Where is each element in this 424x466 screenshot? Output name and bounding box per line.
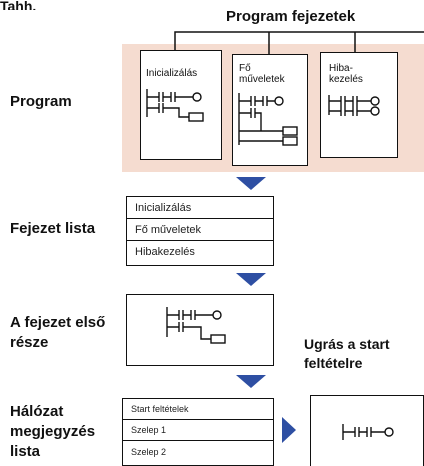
label-chapter-list: Fejezet lista — [10, 220, 96, 237]
cropped-top-text: Tahh. — [0, 0, 37, 10]
network-comment-list: Start feltételek Szelep 1 Szelep 2 — [122, 398, 274, 466]
jump-label-line2: feltételre — [304, 355, 363, 371]
list-item[interactable]: Szelep 2 — [131, 447, 167, 457]
document-initialization: Inicializálás — [140, 50, 222, 160]
jump-target-panel — [310, 395, 424, 466]
label-chapter-first-part-line1: A fejezet első — [10, 314, 106, 331]
jump-label-line1: Ugrás a start — [304, 336, 390, 352]
label-program: Program — [10, 93, 72, 110]
right-arrow-icon — [282, 417, 296, 443]
list-item[interactable]: Hibakezelés — [135, 246, 195, 258]
ladder-rung-icon — [328, 95, 380, 116]
ladder-rung-icon — [166, 307, 226, 344]
document-main-operations: Fő műveletek — [232, 54, 308, 166]
chapters-bracket — [174, 31, 424, 55]
down-arrow-icon — [236, 273, 266, 286]
label-network-line3: lista — [10, 443, 41, 460]
document-error-handling: Hiba- kezelés — [320, 52, 398, 158]
ladder-rung-icon — [146, 89, 204, 122]
document-title: Inicializálás — [146, 68, 198, 79]
label-network-line2: megjegyzés — [10, 423, 96, 440]
document-title: Fő — [239, 63, 251, 74]
chapter-list-box: Inicializálás Fő műveletek Hibakezelés — [126, 196, 274, 266]
label-network-line1: Hálózat — [10, 403, 64, 420]
label-chapter-first-part-line2: része — [10, 334, 49, 351]
program-chapters-title: Program fejezetek — [226, 8, 356, 25]
down-arrow-icon — [236, 375, 266, 388]
ladder-rung-icon — [238, 93, 298, 146]
list-item[interactable]: Fő műveletek — [127, 219, 273, 241]
chapter-first-part-panel — [126, 294, 274, 366]
list-item[interactable]: Start feltételek — [123, 399, 273, 420]
list-item[interactable]: Szelep 1 — [123, 420, 273, 441]
list-item[interactable]: Inicializálás — [127, 197, 273, 219]
document-title: Hiba- — [329, 63, 353, 74]
document-title-line2: kezelés — [329, 74, 363, 85]
ladder-rung-icon — [342, 424, 394, 440]
document-title-line2: műveletek — [239, 74, 285, 85]
down-arrow-icon — [236, 177, 266, 190]
